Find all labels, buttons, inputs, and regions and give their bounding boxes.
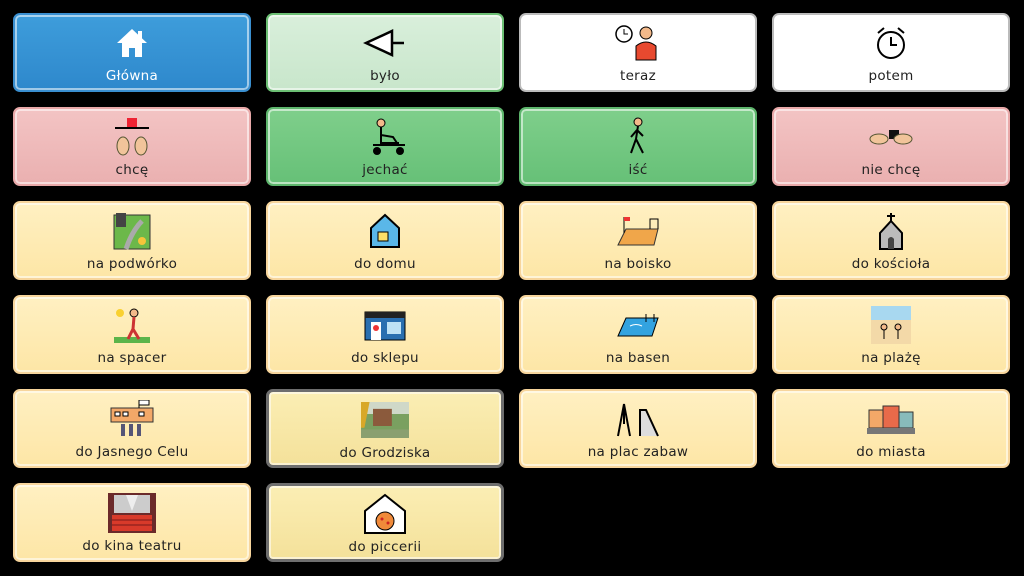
beach-icon (867, 305, 915, 345)
tile-past-arrow[interactable]: było (266, 13, 504, 92)
tile-walk-sun[interactable]: na spacer (13, 295, 251, 374)
communication-board: Główna było teraz potem chcę jechać iść nie chc… (13, 13, 1010, 562)
tile-house[interactable]: do domu (266, 201, 504, 280)
tile-label: na podwórko (86, 256, 178, 272)
tile-refuse-hands[interactable]: nie chcę (772, 107, 1010, 186)
tile-shop[interactable]: do sklepu (266, 295, 504, 374)
house-icon (361, 211, 409, 251)
shop-icon (361, 305, 409, 345)
tile-label: na spacer (97, 350, 167, 366)
tile-label: nie chcę (861, 162, 921, 178)
pizzeria-icon (361, 493, 409, 534)
tile-city[interactable]: do miasta (772, 389, 1010, 468)
tile-beach[interactable]: na plażę (772, 295, 1010, 374)
tile-label: do Jasnego Celu (75, 444, 189, 460)
refuse-hands-icon (867, 117, 915, 157)
school-building-icon (108, 399, 156, 439)
tile-playground[interactable]: na plac zabaw (519, 389, 757, 468)
tile-church[interactable]: do kościoła (772, 201, 1010, 280)
alarm-clock-icon (867, 23, 915, 63)
tile-yard[interactable]: na podwórko (13, 201, 251, 280)
tile-label: do sklepu (351, 350, 419, 366)
tile-swimming-pool[interactable]: na basen (519, 295, 757, 374)
person-clock-icon (614, 23, 662, 63)
tile-label: chcę (115, 162, 149, 178)
tile-sports-field[interactable]: na boisko (519, 201, 757, 280)
tile-label: było (370, 68, 400, 84)
tile-label: jechać (362, 162, 408, 178)
want-hands-icon (108, 117, 156, 157)
tile-label: na basen (605, 350, 671, 366)
tile-town-photo[interactable]: do Grodziska (266, 389, 504, 468)
tile-label: teraz (619, 68, 656, 84)
tile-label: do piccerii (348, 539, 422, 555)
theater-icon (108, 493, 156, 533)
home-icon (108, 23, 156, 63)
ride-cart-icon (361, 117, 409, 157)
tile-ride-cart[interactable]: jechać (266, 107, 504, 186)
sports-field-icon (614, 211, 662, 251)
tile-want-hands[interactable]: chcę (13, 107, 251, 186)
walk-sun-icon (108, 305, 156, 345)
tile-label: na plażę (861, 350, 921, 366)
tile-home[interactable]: Główna (13, 13, 251, 92)
tile-label: do Grodziska (339, 445, 431, 461)
tile-label: do domu (354, 256, 416, 272)
church-icon (867, 211, 915, 251)
swimming-pool-icon (614, 305, 662, 345)
tile-pizzeria[interactable]: do piccerii (266, 483, 504, 562)
tile-theater[interactable]: do kina teatru (13, 483, 251, 562)
tile-label: do kina teatru (82, 538, 182, 554)
tile-alarm-clock[interactable]: potem (772, 13, 1010, 92)
city-icon (867, 399, 915, 439)
tile-label: na boisko (604, 256, 672, 272)
tile-walking-person[interactable]: iść (519, 107, 757, 186)
town-photo-icon (361, 400, 409, 440)
walking-person-icon (614, 117, 662, 157)
tile-label: Główna (105, 68, 159, 84)
yard-icon (108, 211, 156, 251)
tile-label: na plac zabaw (587, 444, 689, 460)
past-arrow-icon (361, 23, 409, 63)
tile-label: potem (868, 68, 914, 84)
tile-label: iść (628, 162, 648, 178)
tile-school-building[interactable]: do Jasnego Celu (13, 389, 251, 468)
tile-person-clock[interactable]: teraz (519, 13, 757, 92)
tile-label: do miasta (856, 444, 926, 460)
playground-icon (614, 399, 662, 439)
tile-label: do kościoła (851, 256, 931, 272)
